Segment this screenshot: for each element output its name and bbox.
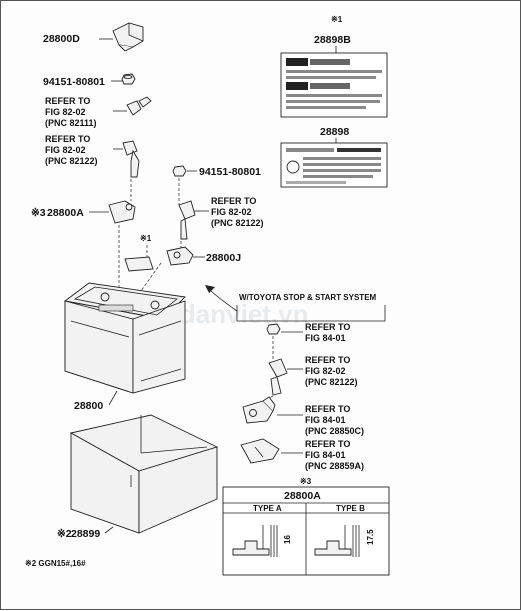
svg-text:FIG 82-02: FIG 82-02 (211, 207, 252, 217)
svg-text:FIG 82-02: FIG 82-02 (305, 366, 346, 376)
svg-text:FIG 82-02: FIG 82-02 (45, 145, 86, 155)
sensor-connector-part[interactable] (240, 438, 280, 464)
reference-b[interactable]: REFER TO FIG 82-02 (PNC 82122) (45, 134, 98, 166)
inset-type-b: TYPE B (336, 504, 365, 513)
caution-label-28898[interactable] (280, 142, 388, 188)
part-label-nut-top[interactable]: 94151-80801 (43, 76, 105, 88)
svg-text:REFER TO: REFER TO (45, 134, 90, 144)
svg-text:REFER TO: REFER TO (305, 439, 350, 449)
footer-note: ※2 GGN15#,16# (25, 559, 86, 568)
cable-connector-b[interactable] (122, 140, 140, 178)
svg-text:(PNC 82111): (PNC 82111) (45, 118, 97, 128)
clamp-type-b-drawing[interactable]: 17.5 (314, 525, 375, 557)
warning-label-small[interactable] (124, 256, 154, 272)
part-label-battery-tray[interactable]: 28899 (71, 528, 100, 540)
nut-mid-part[interactable] (172, 165, 187, 177)
part-label-label-28898[interactable]: 28898 (320, 126, 349, 138)
current-sensor-part[interactable] (242, 396, 276, 424)
stop-start-arrow (205, 285, 238, 312)
svg-text:(PNC 82122): (PNC 82122) (305, 377, 358, 387)
part-label-label-28898b[interactable]: 28898B (314, 34, 351, 46)
svg-text:FIG 82-02: FIG 82-02 (45, 107, 86, 117)
inset-type-a: TYPE A (253, 504, 282, 513)
reference-d[interactable]: REFER TO FIG 84-01 (305, 322, 350, 343)
dim-type-a: 16 (283, 535, 292, 544)
battery-tray-part[interactable] (69, 414, 219, 534)
clamp-type-a-drawing[interactable]: 16 (232, 525, 292, 557)
reference-g[interactable]: REFER TO FIG 84-01 (PNC 28859A) (305, 439, 364, 471)
caution-label-28898b[interactable] (280, 52, 388, 118)
svg-text:FIG 84-01: FIG 84-01 (305, 333, 346, 343)
nut-stop-start[interactable] (266, 323, 281, 335)
svg-text:REFER TO: REFER TO (211, 196, 256, 206)
note-1-marker: ※1 (140, 234, 152, 243)
svg-text:(PNC 28859A): (PNC 28859A) (305, 461, 364, 471)
terminal-cover-part[interactable] (112, 22, 144, 52)
dim-type-b: 17.5 (366, 529, 375, 545)
sensor-cable-connector[interactable] (268, 358, 288, 396)
part-label-terminal-cover[interactable]: 28800D (43, 33, 80, 45)
reference-a[interactable]: REFER TO FIG 82-02 (PNC 82111) (45, 96, 97, 128)
part-label-battery[interactable]: 28800 (74, 400, 103, 412)
battery-part[interactable] (63, 282, 186, 394)
svg-text:REFER TO: REFER TO (305, 322, 350, 332)
part-label-battery-clamp[interactable]: 28800A (47, 207, 84, 219)
svg-text:REFER TO: REFER TO (305, 404, 350, 414)
svg-text:REFER TO: REFER TO (45, 96, 90, 106)
svg-text:REFER TO: REFER TO (305, 355, 350, 365)
svg-text:FIG 84-01: FIG 84-01 (305, 450, 346, 460)
label-1-note: ※1 (331, 15, 343, 24)
svg-text:FIG 84-01: FIG 84-01 (305, 415, 346, 425)
part-label-tray-note: ※2 (57, 528, 72, 540)
svg-text:(PNC 82122): (PNC 82122) (45, 156, 98, 166)
svg-text:(PNC 82122): (PNC 82122) (211, 218, 264, 228)
negative-terminal-part[interactable] (166, 246, 194, 266)
svg-text:(PNC 28850C): (PNC 28850C) (305, 426, 364, 436)
positive-cable-terminal[interactable] (126, 96, 152, 116)
battery-clamp-part[interactable] (108, 200, 136, 224)
inset-marker: ※3 (300, 477, 312, 486)
clamp-type-inset: 28800A TYPE A TYPE B 16 17.5 (222, 486, 390, 576)
nut-top-part[interactable] (121, 73, 136, 85)
reference-f[interactable]: REFER TO FIG 84-01 (PNC 28850C) (305, 404, 364, 436)
stop-start-note: W/TOYOTA STOP & START SYSTEM (239, 293, 377, 302)
part-label-terminal-right[interactable]: 28800J (206, 252, 241, 264)
part-label-nut-mid[interactable]: 94151-80801 (199, 166, 261, 178)
inset-title[interactable]: 28800A (284, 490, 321, 502)
reference-e[interactable]: REFER TO FIG 82-02 (PNC 82122) (305, 355, 358, 387)
part-label-clamp-note: ※3 (31, 207, 46, 219)
reference-c[interactable]: REFER TO FIG 82-02 (PNC 82122) (211, 196, 264, 228)
negative-cable-connector[interactable] (178, 200, 196, 240)
